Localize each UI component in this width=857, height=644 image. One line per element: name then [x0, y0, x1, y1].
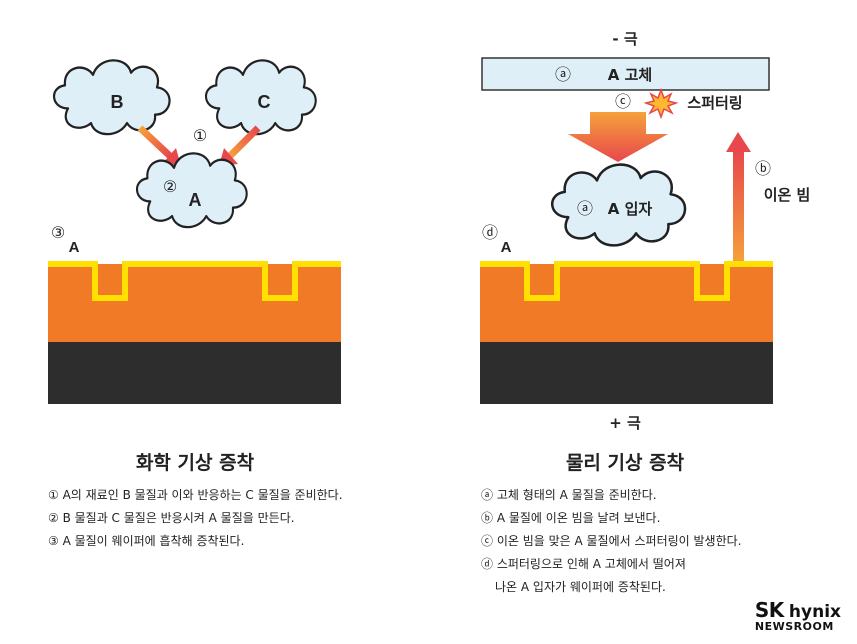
physical-step-2: ⓑ A 물질에 이온 빔을 날려 보낸다.: [481, 511, 661, 525]
physical-step-3: ⓒ 이온 빔을 맞은 A 물질에서 스퍼터링이 발생한다.: [481, 534, 742, 548]
physical-step-5: 나온 A 입자가 웨이퍼에 증착된다.: [495, 580, 666, 594]
marker-3: ③: [51, 223, 65, 242]
wafer-label-a-right: A: [501, 239, 512, 256]
chemical-step-1: ① A의 재료인 B 물질과 이와 반응하는 C 물질을 준비한다.: [48, 488, 343, 502]
sputter-label: 스퍼터링: [687, 94, 742, 112]
chemical-step-2: ② B 물질과 C 물질은 반응시켜 A 물질을 만든다.: [48, 511, 295, 525]
wafer-label-a: A: [69, 239, 80, 256]
particle-label: A 입자: [608, 200, 653, 218]
target-marker: ⓐ: [555, 65, 571, 84]
sk-hynix-logo: SK hynix NEWSROOM: [755, 598, 841, 633]
cloud-c-label: C: [258, 92, 271, 112]
target-label: A 고체: [608, 66, 652, 84]
cloud-a-label: A: [189, 190, 202, 210]
physical-title: 물리 기상 증착: [565, 452, 685, 474]
positive-pole: + 극: [609, 414, 641, 432]
wafer-right: [480, 261, 773, 404]
particle-marker: ⓐ: [577, 199, 593, 218]
wafer-marker: ⓓ: [482, 223, 498, 242]
marker-2: ②: [163, 177, 177, 196]
chemical-title: 화학 기상 증착: [135, 452, 255, 474]
logo-sk: SK: [754, 598, 784, 622]
beam-label: 이온 빔: [764, 186, 811, 204]
ion-beam-arrow: [726, 132, 751, 264]
target-plate: [481, 57, 770, 91]
beam-marker: ⓑ: [755, 159, 771, 178]
logo-hynix: hynix: [788, 602, 841, 622]
negative-pole: - 극: [612, 30, 637, 48]
logo-newsroom: NEWSROOM: [754, 620, 834, 633]
down-arrow: [568, 112, 668, 162]
chemical-steps: ① A의 재료인 B 물질과 이와 반응하는 C 물질을 준비한다. ② B 물…: [48, 484, 343, 553]
cloud-b-label: B: [111, 92, 124, 112]
physical-steps: ⓐ 고체 형태의 A 물질을 준비한다. ⓑ A 물질에 이온 빔을 날려 보낸…: [481, 484, 742, 599]
chemical-step-3: ③ A 물질이 웨이퍼에 흡착해 증착된다.: [48, 534, 245, 548]
wafer-left: [48, 261, 341, 404]
physical-step-1: ⓐ 고체 형태의 A 물질을 준비한다.: [481, 488, 657, 502]
physical-step-4: ⓓ 스퍼터링으로 인해 A 고체에서 떨어져: [481, 557, 686, 571]
explosion-icon: [643, 87, 679, 120]
marker-1: ①: [193, 126, 207, 145]
sputter-marker: ⓒ: [615, 92, 631, 111]
